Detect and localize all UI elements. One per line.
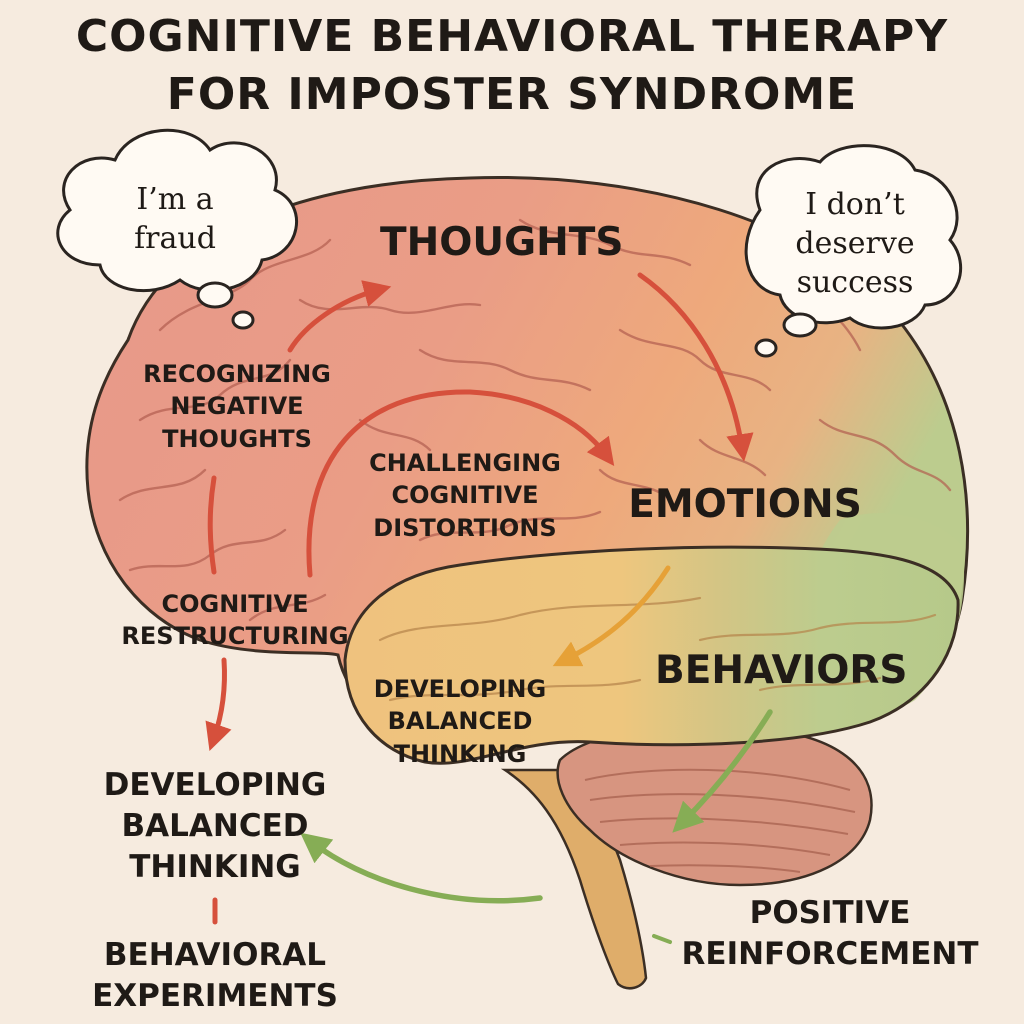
step-recognizing: RECOGNIZING NEGATIVE THOUGHTS xyxy=(132,358,342,455)
step-balanced-outer-line-3: THINKING xyxy=(129,849,301,886)
region-behaviors: BEHAVIORS xyxy=(655,648,908,693)
bubble-right-line-2: deserve xyxy=(795,226,915,261)
step-experiments-line-1: BEHAVIORAL xyxy=(103,937,327,973)
arrow-restructuring-down xyxy=(205,657,232,751)
step-restructuring-line-2: RESTRUCTURING xyxy=(121,622,349,651)
bubble-left-text: I’m a fraud xyxy=(100,180,250,258)
green-arrows xyxy=(300,709,773,944)
arrow-behaviors-down xyxy=(672,709,773,833)
step-balanced-inner-line-2: BALANCED xyxy=(387,707,533,736)
step-challenging-line-1: CHALLENGING xyxy=(369,449,561,477)
step-challenging: CHALLENGING COGNITIVE DISTORTIONS xyxy=(355,447,575,544)
title-line-2: FOR IMPOSTER SYNDROME xyxy=(166,69,858,121)
step-reinforcement-line-1: POSITIVE xyxy=(749,895,911,931)
arrow-thoughts-to-emotions xyxy=(637,272,754,462)
line-recognizing-restructuring xyxy=(207,475,217,575)
step-experiments-line-2: EXPERIMENTS xyxy=(92,978,338,1015)
title-line-1: COGNITIVE BEHAVIORAL THERAPY xyxy=(75,11,949,62)
step-balanced-inner-line-3: THINKING xyxy=(393,739,527,768)
step-restructuring: COGNITIVE RESTRUCTURING xyxy=(120,588,350,653)
step-challenging-line-2: COGNITIVE xyxy=(391,481,539,510)
step-positive-reinforcement: POSITIVE REINFORCEMENT xyxy=(680,893,980,975)
arrow-challenging xyxy=(306,389,615,578)
region-emotions: EMOTIONS xyxy=(628,482,862,527)
bubble-right-line-3: success xyxy=(796,265,914,300)
step-reinforcement-line-2: REINFORCEMENT xyxy=(681,936,979,973)
step-balanced-thinking-inner: DEVELOPING BALANCED THINKING xyxy=(360,673,560,770)
arrow-emotions-to-balanced xyxy=(552,565,671,667)
cerebellum-folds xyxy=(584,768,856,873)
step-challenging-line-3: DISTORTIONS xyxy=(373,513,557,542)
step-balanced-inner-line-1: DEVELOPING xyxy=(373,675,547,703)
step-balanced-outer-line-2: BALANCED xyxy=(121,808,309,845)
temporal-lobe xyxy=(343,545,960,765)
step-recognizing-line-3: THOUGHTS xyxy=(162,424,312,453)
bubble-right-line-1: I don’t xyxy=(805,187,905,222)
thought-bubble-left xyxy=(56,128,299,330)
page-title: COGNITIVE BEHAVIORAL THERAPY FOR IMPOSTE… xyxy=(0,8,1024,124)
arrow-back-to-balanced xyxy=(300,832,543,904)
thought-bubble-right xyxy=(744,144,963,358)
green-tick xyxy=(652,934,672,944)
step-balanced-thinking-outer: DEVELOPING BALANCED THINKING xyxy=(80,765,350,889)
step-restructuring-line-1: COGNITIVE xyxy=(161,590,309,618)
step-behavioral-experiments: BEHAVIORAL EXPERIMENTS xyxy=(90,935,340,1017)
bubble-left-line-2: fraud xyxy=(134,221,216,256)
step-recognizing-line-2: NEGATIVE xyxy=(170,392,304,421)
arrow-to-thoughts xyxy=(287,280,392,353)
bubble-right-text: I don’t deserve success xyxy=(770,185,940,302)
red-arrows xyxy=(205,272,754,925)
bubble-left-line-1: I’m a xyxy=(136,182,214,217)
temporal-folds xyxy=(378,596,937,702)
step-balanced-outer-line-1: DEVELOPING xyxy=(103,767,327,803)
step-recognizing-line-1: RECOGNIZING xyxy=(143,360,331,388)
region-thoughts: THOUGHTS xyxy=(380,220,624,265)
